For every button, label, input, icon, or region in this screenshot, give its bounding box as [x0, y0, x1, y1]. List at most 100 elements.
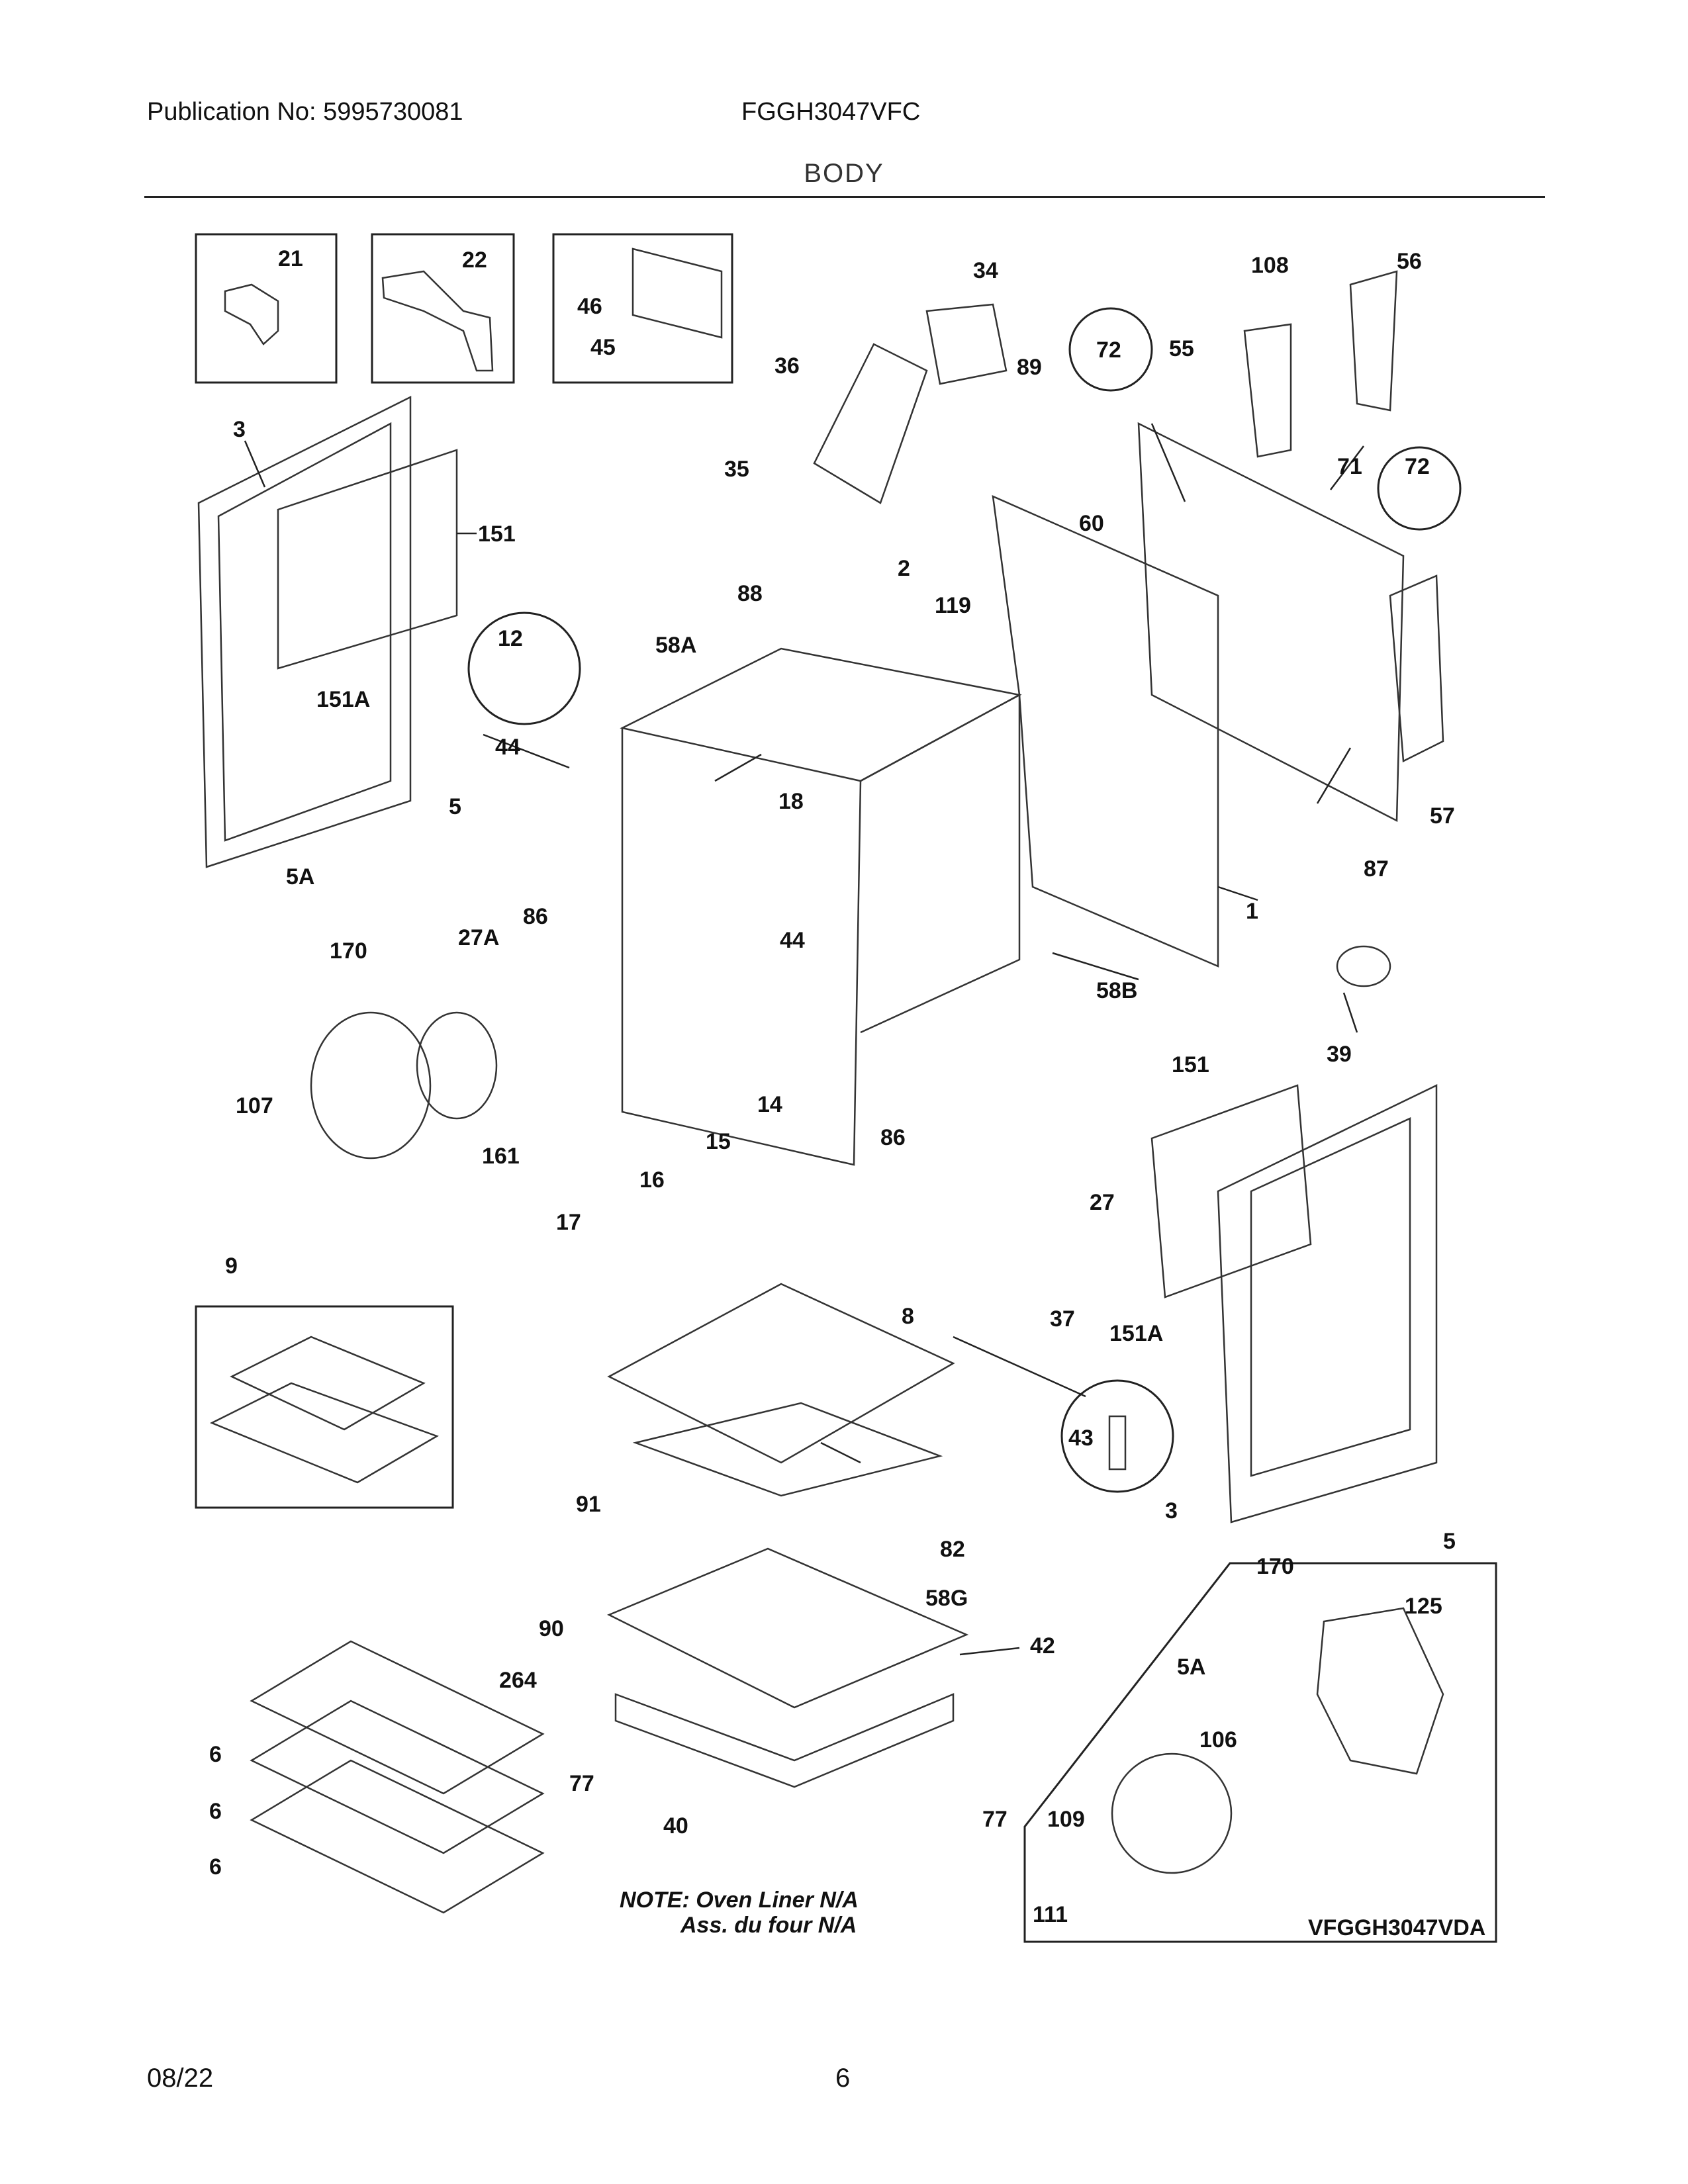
part-1-back-panel — [992, 494, 1219, 968]
callout-6-a: 6 — [209, 1742, 222, 1767]
leader-lines — [244, 423, 1364, 1656]
part-71-rear-panel — [1137, 422, 1405, 823]
note-line-1: NOTE: Oven Liner N/A — [620, 1888, 859, 1913]
part-55-bracket — [1243, 323, 1292, 458]
callout-27A: 27A — [458, 925, 499, 950]
callout-82: 82 — [940, 1537, 965, 1562]
callout-60: 60 — [1079, 511, 1104, 536]
part-56-bracket — [1349, 270, 1398, 412]
callout-151A-b: 151A — [1109, 1321, 1163, 1346]
callout-58B: 58B — [1096, 978, 1137, 1003]
callout-12: 12 — [498, 626, 523, 651]
callout-44-a: 44 — [495, 735, 520, 760]
part-9-broiler-pan — [230, 1336, 426, 1431]
callout-58A: 58A — [655, 633, 696, 658]
callout-55: 55 — [1169, 336, 1194, 361]
part-151-right-panel — [1150, 1084, 1312, 1298]
callout-42: 42 — [1030, 1633, 1055, 1659]
callout-22: 22 — [462, 248, 487, 273]
publication-date: 08/22 — [147, 2064, 214, 2093]
callout-40: 40 — [663, 1813, 688, 1839]
callout-125: 125 — [1405, 1594, 1442, 1619]
part-22-shape — [381, 270, 494, 372]
page-number: 6 — [835, 2064, 851, 2093]
callout-9: 9 — [225, 1253, 238, 1279]
part-107-fan-cover — [310, 1011, 432, 1160]
callout-2: 2 — [898, 556, 910, 581]
callout-46: 46 — [577, 294, 602, 319]
callout-106: 106 — [1199, 1727, 1237, 1752]
callout-77-a: 77 — [569, 1771, 594, 1796]
part-21-shape — [224, 283, 279, 345]
callout-170-b: 170 — [1256, 1554, 1294, 1579]
part-46-shape — [632, 248, 723, 339]
magnifier-12 — [467, 612, 581, 725]
note-line-2: Ass. du four N/A — [680, 1913, 857, 1938]
callout-39: 39 — [1327, 1042, 1352, 1067]
inset-box-21 — [195, 233, 338, 384]
part-34-box — [925, 303, 1008, 385]
callout-109: 109 — [1047, 1807, 1085, 1832]
callout-56: 56 — [1397, 249, 1422, 274]
callout-264: 264 — [499, 1668, 537, 1693]
callout-5-b: 5 — [1443, 1529, 1456, 1554]
callout-3-b: 3 — [1165, 1498, 1178, 1524]
callout-15: 15 — [706, 1129, 731, 1154]
inset-box-45-46 — [552, 233, 733, 384]
callout-161: 161 — [482, 1144, 520, 1169]
callout-1: 1 — [1246, 899, 1258, 924]
callout-6-b: 6 — [209, 1799, 222, 1824]
callout-71: 71 — [1337, 454, 1362, 479]
part-6-rack-3 — [250, 1759, 545, 1914]
part-3-right-door — [1217, 1084, 1438, 1524]
callout-18: 18 — [778, 789, 804, 814]
callout-111: 111 — [1033, 1902, 1068, 1927]
part-161-element — [416, 1011, 498, 1120]
callout-17: 17 — [556, 1210, 581, 1235]
callout-58G: 58G — [925, 1586, 968, 1611]
magnifier-43 — [1060, 1379, 1174, 1493]
callout-151-b: 151 — [1172, 1052, 1209, 1077]
section-title: BODY — [804, 159, 884, 188]
callout-36: 36 — [774, 353, 800, 379]
part-6-rack-1 — [250, 1640, 545, 1795]
callout-91: 91 — [576, 1492, 601, 1517]
callout-44-b: 44 — [780, 928, 805, 953]
inset-box-22 — [371, 233, 515, 384]
part-40-drawer — [614, 1693, 955, 1788]
magnifier-72-b — [1377, 446, 1462, 531]
callout-34: 34 — [973, 258, 998, 283]
callout-86-b: 86 — [880, 1125, 906, 1150]
part-42-drawer-frame — [606, 1547, 969, 1709]
callout-151-a: 151 — [478, 522, 516, 547]
callout-37: 37 — [1050, 1306, 1075, 1332]
magnifier-72-a — [1068, 307, 1153, 392]
header-rule — [144, 196, 1545, 198]
callout-88: 88 — [737, 581, 763, 606]
callout-72-a: 72 — [1096, 338, 1121, 363]
callout-5-a: 5 — [449, 794, 461, 819]
part-8-bottom — [607, 1283, 955, 1464]
part-151-panel — [277, 449, 458, 670]
callout-108: 108 — [1251, 253, 1289, 278]
callout-107: 107 — [236, 1093, 273, 1118]
callout-5A-a: 5A — [286, 864, 314, 889]
callout-89: 89 — [1017, 355, 1042, 380]
callout-151A-a: 151A — [316, 687, 370, 712]
callout-6-c: 6 — [209, 1854, 222, 1880]
inset-code: VFGGH3047VDA — [1308, 1915, 1485, 1940]
callout-43: 43 — [1068, 1426, 1094, 1451]
publication-number: Publication No: 5995730081 — [147, 98, 463, 126]
callout-5A-b: 5A — [1177, 1655, 1205, 1680]
part-43-bolt — [1108, 1415, 1127, 1471]
callout-8: 8 — [902, 1304, 914, 1329]
callout-16: 16 — [639, 1167, 665, 1193]
callout-72-b: 72 — [1405, 454, 1430, 479]
part-82-panel — [632, 1402, 943, 1497]
inset-box-convection — [1023, 1562, 1497, 1943]
callout-45: 45 — [590, 335, 616, 360]
callout-57: 57 — [1430, 803, 1455, 829]
oven-cavity — [620, 647, 1022, 782]
inset-box-broiler-pan — [195, 1305, 454, 1509]
